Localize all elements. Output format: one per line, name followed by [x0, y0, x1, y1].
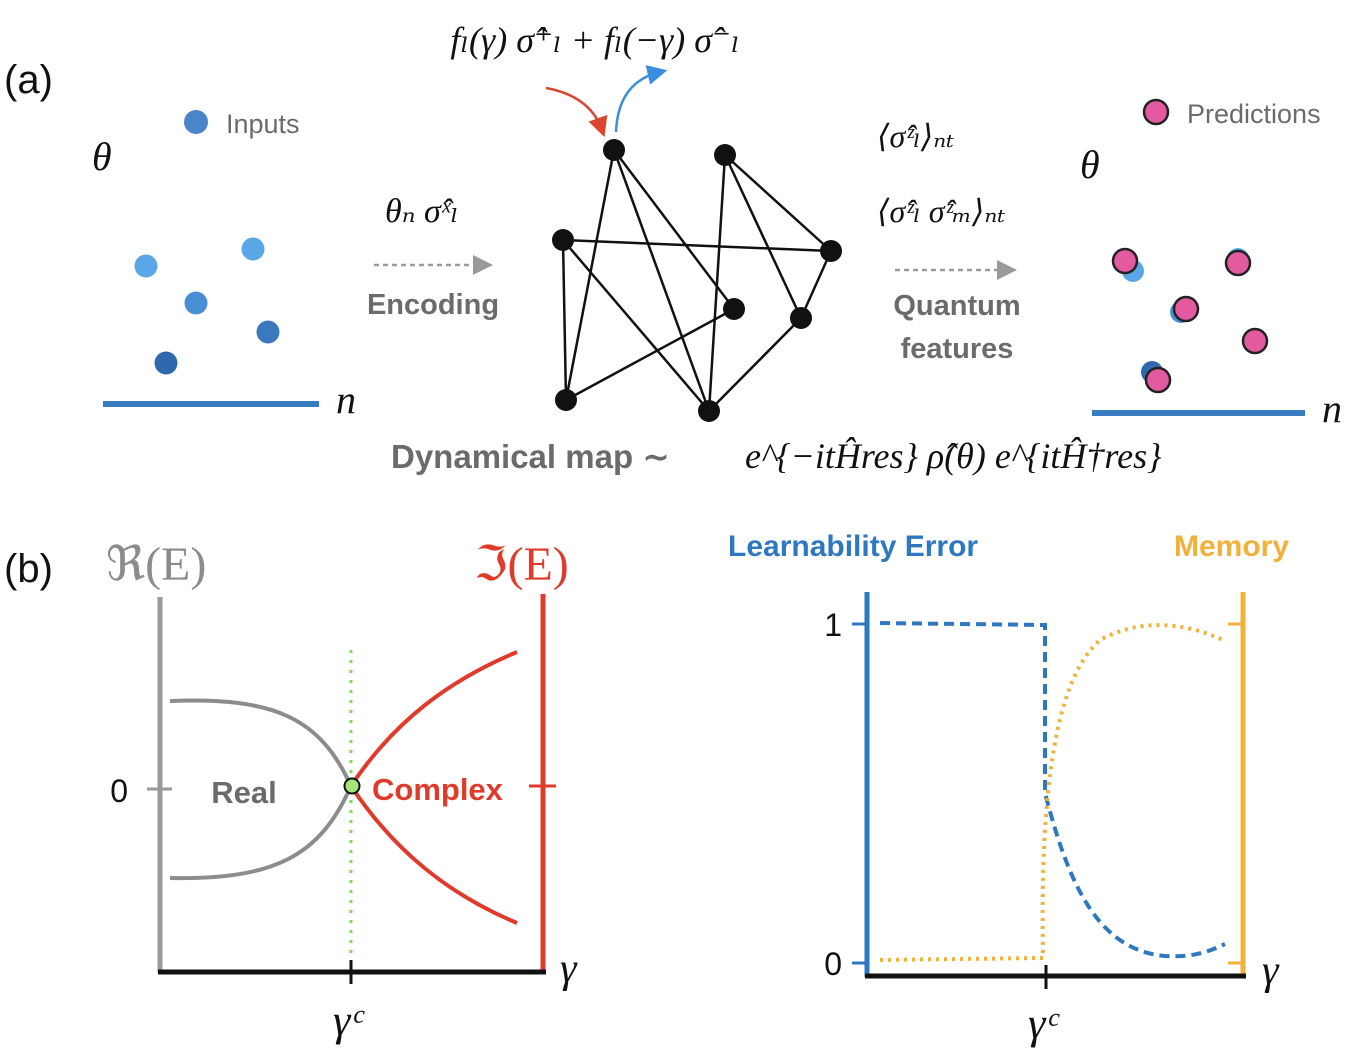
panel-b-label: (b) — [4, 547, 53, 591]
input-point — [241, 237, 265, 261]
feature-single: ⟨σ̂ᶻₗ⟩ₙₜ — [877, 118, 954, 154]
memory-title: Memory — [1174, 530, 1289, 563]
panel-a-label: (a) — [4, 58, 53, 102]
predictions-legend-marker — [1142, 98, 1170, 126]
encoding-step: θₙ σ̂ˣₗ Encoding — [367, 193, 499, 321]
dynamical-map-label: Dynamical map ∼ — [391, 438, 670, 475]
exceptional-point — [343, 777, 361, 795]
prediction-point — [1111, 247, 1139, 275]
complex-region-label: Complex — [372, 772, 504, 807]
prediction-n-label: n — [1322, 386, 1342, 431]
memory-curve — [879, 623, 1226, 962]
gamma-label: γ — [560, 946, 578, 992]
inputs-legend-marker — [184, 110, 208, 134]
outgoing-arrow — [614, 65, 668, 133]
encoding-label: Encoding — [367, 289, 499, 321]
reservoir-network — [552, 139, 842, 422]
network-node — [552, 229, 574, 251]
input-theta-label: θ — [92, 134, 112, 179]
real-region-label: Real — [211, 775, 276, 810]
incoming-arrow — [545, 86, 608, 138]
input-point — [256, 320, 280, 344]
network-node — [723, 298, 745, 320]
input-point — [184, 291, 208, 315]
learnability-error-curve — [879, 621, 1226, 959]
tick-zero-label: 0 — [824, 946, 842, 982]
imag-eigen-curve-upper — [349, 650, 518, 788]
inputs-legend-label: Inputs — [226, 109, 300, 139]
network-node — [555, 389, 577, 411]
network-node — [714, 144, 736, 166]
network-node — [820, 240, 842, 262]
prediction-point — [1144, 366, 1172, 394]
predictions-legend-label: Predictions — [1187, 99, 1321, 129]
input-n-label: n — [336, 377, 356, 422]
encoding-math: θₙ σ̂ˣₗ — [385, 193, 459, 230]
real-axis-title: ℜ(E) — [106, 538, 206, 591]
prediction-plot: θ n Predictions — [1080, 98, 1342, 431]
gamma-label-right: γ — [1262, 948, 1280, 994]
learnability-title: Learnability Error — [728, 530, 978, 563]
critical-label: γᶜ — [333, 996, 365, 1045]
quantum-features-step: ⟨σ̂ᶻₗ⟩ₙₜ ⟨σ̂ᶻₗ σ̂ᶻₘ⟩ₙₜ Quantum features — [877, 118, 1021, 365]
dynamical-map-math: e^{−itĤres} ρ̂(θ) e^{itĤ†res} — [745, 436, 1162, 476]
prediction-point — [1224, 249, 1252, 277]
imag-axis-title: ℑ(E) — [474, 538, 569, 591]
prediction-point — [1172, 295, 1200, 323]
dissipation-term: fₗ(γ) σ̂⁺ₗ + fₗ(−γ) σ̂⁻ₗ — [450, 20, 739, 60]
network-node — [698, 400, 720, 422]
quantum-label: Quantum — [893, 290, 1020, 322]
learnability-memory-plot: Learnability Error Memory 1 0 γ γᶜ — [728, 530, 1289, 1048]
imag-eigen-curve-lower — [349, 784, 518, 925]
input-point — [134, 254, 158, 278]
eigenvalue-plot: ℜ(E) ℑ(E) 0 γ γᶜ Real Complex — [106, 538, 578, 1045]
feature-pair: ⟨σ̂ᶻₗ σ̂ᶻₘ⟩ₙₜ — [877, 193, 1005, 229]
tick-one-label: 1 — [824, 607, 842, 643]
network-node — [603, 139, 625, 161]
prediction-point — [1241, 327, 1269, 355]
features-label: features — [901, 333, 1014, 365]
zero-tick-label: 0 — [110, 773, 128, 809]
input-point — [154, 351, 178, 375]
prediction-theta-label: θ — [1080, 142, 1100, 187]
network-node — [790, 307, 812, 329]
input-plot: θ n Inputs — [92, 109, 356, 422]
critical-label-right: γᶜ — [1028, 999, 1060, 1048]
